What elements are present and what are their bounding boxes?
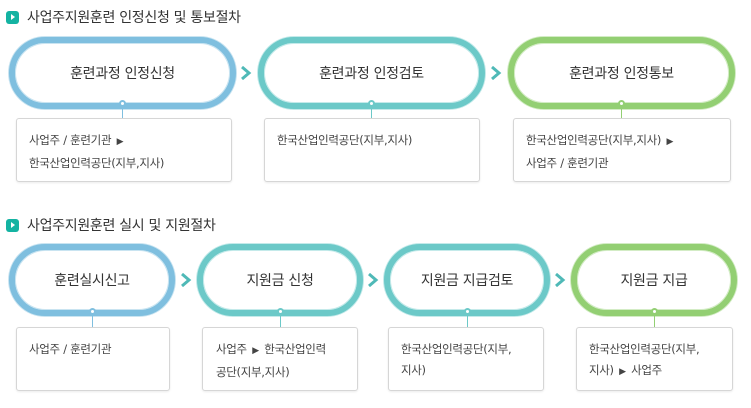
actor-text: 사업주 (216, 342, 247, 356)
actor-line: 사업주 / 훈련기관 (526, 153, 718, 174)
connector-line (122, 107, 123, 118)
section-title-approval: 사업주지원훈련 인정신청 및 통보절차 (6, 7, 241, 27)
connector-line (280, 315, 281, 327)
actor-box: 사업주 / 훈련기관 ▶ 한국산업인력공단(지부,지사) (16, 118, 232, 182)
chevron-right-icon (178, 272, 194, 288)
section-title-text: 사업주지원훈련 인정신청 및 통보절차 (27, 10, 241, 26)
actor-box: 사업주 ▶ 한국산업인력 공단(지부,지사) (202, 327, 358, 391)
actor-text: 지사) (401, 363, 426, 377)
connector-line (371, 107, 372, 118)
actor-box: 사업주 / 훈련기관 (16, 327, 170, 391)
actor-line: 사업주 / 훈련기관 (29, 339, 157, 360)
actor-line: 공단(지부,지사) (216, 362, 345, 383)
step-label: 지원금 신청 (246, 273, 314, 289)
actor-line: 한국산업인력공단(지부, (589, 339, 720, 360)
connector-line (467, 315, 468, 327)
step-label: 지원금 지급 (620, 273, 688, 289)
chevron-right-icon (488, 65, 504, 81)
bullet-arrow-icon (6, 10, 19, 24)
step-subsidy-request: 지원금 신청 (197, 244, 363, 316)
actor-line: 사업주 / 훈련기관 ▶ (29, 130, 219, 153)
actor-line: 지사) (401, 360, 531, 381)
connector-dot (618, 100, 625, 107)
step-training-report: 훈련실시신고 (9, 244, 175, 316)
connector-dot (651, 308, 658, 315)
actor-text: 한국산업인력공단(지부,지사) (526, 133, 662, 147)
actor-text: 한국산업인력 (264, 342, 326, 356)
actor-text: 사업주 / 훈련기관 (29, 133, 112, 147)
actor-line: 한국산업인력공단(지부,지사) (277, 130, 467, 151)
step-course-approval-review: 훈련과정 인정검토 (258, 37, 485, 109)
actor-line: 한국산업인력공단(지부, (401, 339, 531, 360)
chevron-right-icon (552, 272, 568, 288)
step-label: 훈련실시신고 (54, 273, 130, 289)
actor-text: 사업주 / 훈련기관 (526, 156, 609, 170)
actor-text: 한국산업인력공단(지부, (401, 342, 512, 356)
actor-box: 한국산업인력공단(지부, 지사) (388, 327, 544, 391)
triangle-right-icon: ▶ (619, 367, 626, 377)
step-subsidy-review: 지원금 지급검토 (384, 244, 550, 316)
connector-line (621, 107, 622, 118)
triangle-right-icon: ▶ (252, 346, 259, 356)
actor-text: 사업주 (631, 363, 662, 377)
chevron-right-icon (365, 272, 381, 288)
actor-line: 사업주 ▶ 한국산업인력 (216, 339, 345, 362)
step-label: 훈련과정 인정검토 (319, 66, 424, 82)
step-label: 훈련과정 인정신청 (70, 66, 175, 82)
connector-line (92, 315, 93, 327)
actor-text: 사업주 / 훈련기관 (29, 342, 112, 356)
actor-text: 공단(지부,지사) (216, 365, 290, 379)
step-subsidy-payment: 지원금 지급 (571, 244, 737, 316)
actor-box: 한국산업인력공단(지부,지사) ▶ 사업주 / 훈련기관 (513, 118, 731, 182)
step-course-approval-notice: 훈련과정 인정통보 (508, 37, 735, 109)
actor-line: 한국산업인력공단(지부,지사) ▶ (526, 130, 718, 153)
step-label: 지원금 지급검토 (420, 273, 514, 289)
actor-box: 한국산업인력공단(지부,지사) (264, 118, 480, 182)
connector-dot (368, 100, 375, 107)
triangle-right-icon: ▶ (116, 137, 124, 147)
actor-text: 한국산업인력공단(지부,지사) (277, 133, 413, 147)
chevron-right-icon (238, 65, 254, 81)
actor-line: 한국산업인력공단(지부,지사) (29, 153, 219, 174)
step-label: 훈련과정 인정통보 (569, 66, 674, 82)
actor-line: 지사) ▶ 사업주 (589, 360, 720, 383)
connector-dot (464, 308, 471, 315)
actor-text: 한국산업인력공단(지부,지사) (29, 156, 165, 170)
actor-box: 한국산업인력공단(지부, 지사) ▶ 사업주 (576, 327, 733, 391)
connector-dot (89, 308, 96, 315)
section-title-support: 사업주지원훈련 실시 및 지원절차 (6, 215, 216, 235)
step-course-approval-request: 훈련과정 인정신청 (9, 37, 236, 109)
connector-dot (277, 308, 284, 315)
actor-text: 지사) (589, 363, 614, 377)
connector-dot (119, 100, 126, 107)
connector-line (654, 315, 655, 327)
section-title-text: 사업주지원훈련 실시 및 지원절차 (27, 218, 216, 234)
triangle-right-icon: ▶ (666, 137, 674, 147)
bullet-arrow-icon (6, 218, 19, 232)
actor-text: 한국산업인력공단(지부, (589, 342, 700, 356)
